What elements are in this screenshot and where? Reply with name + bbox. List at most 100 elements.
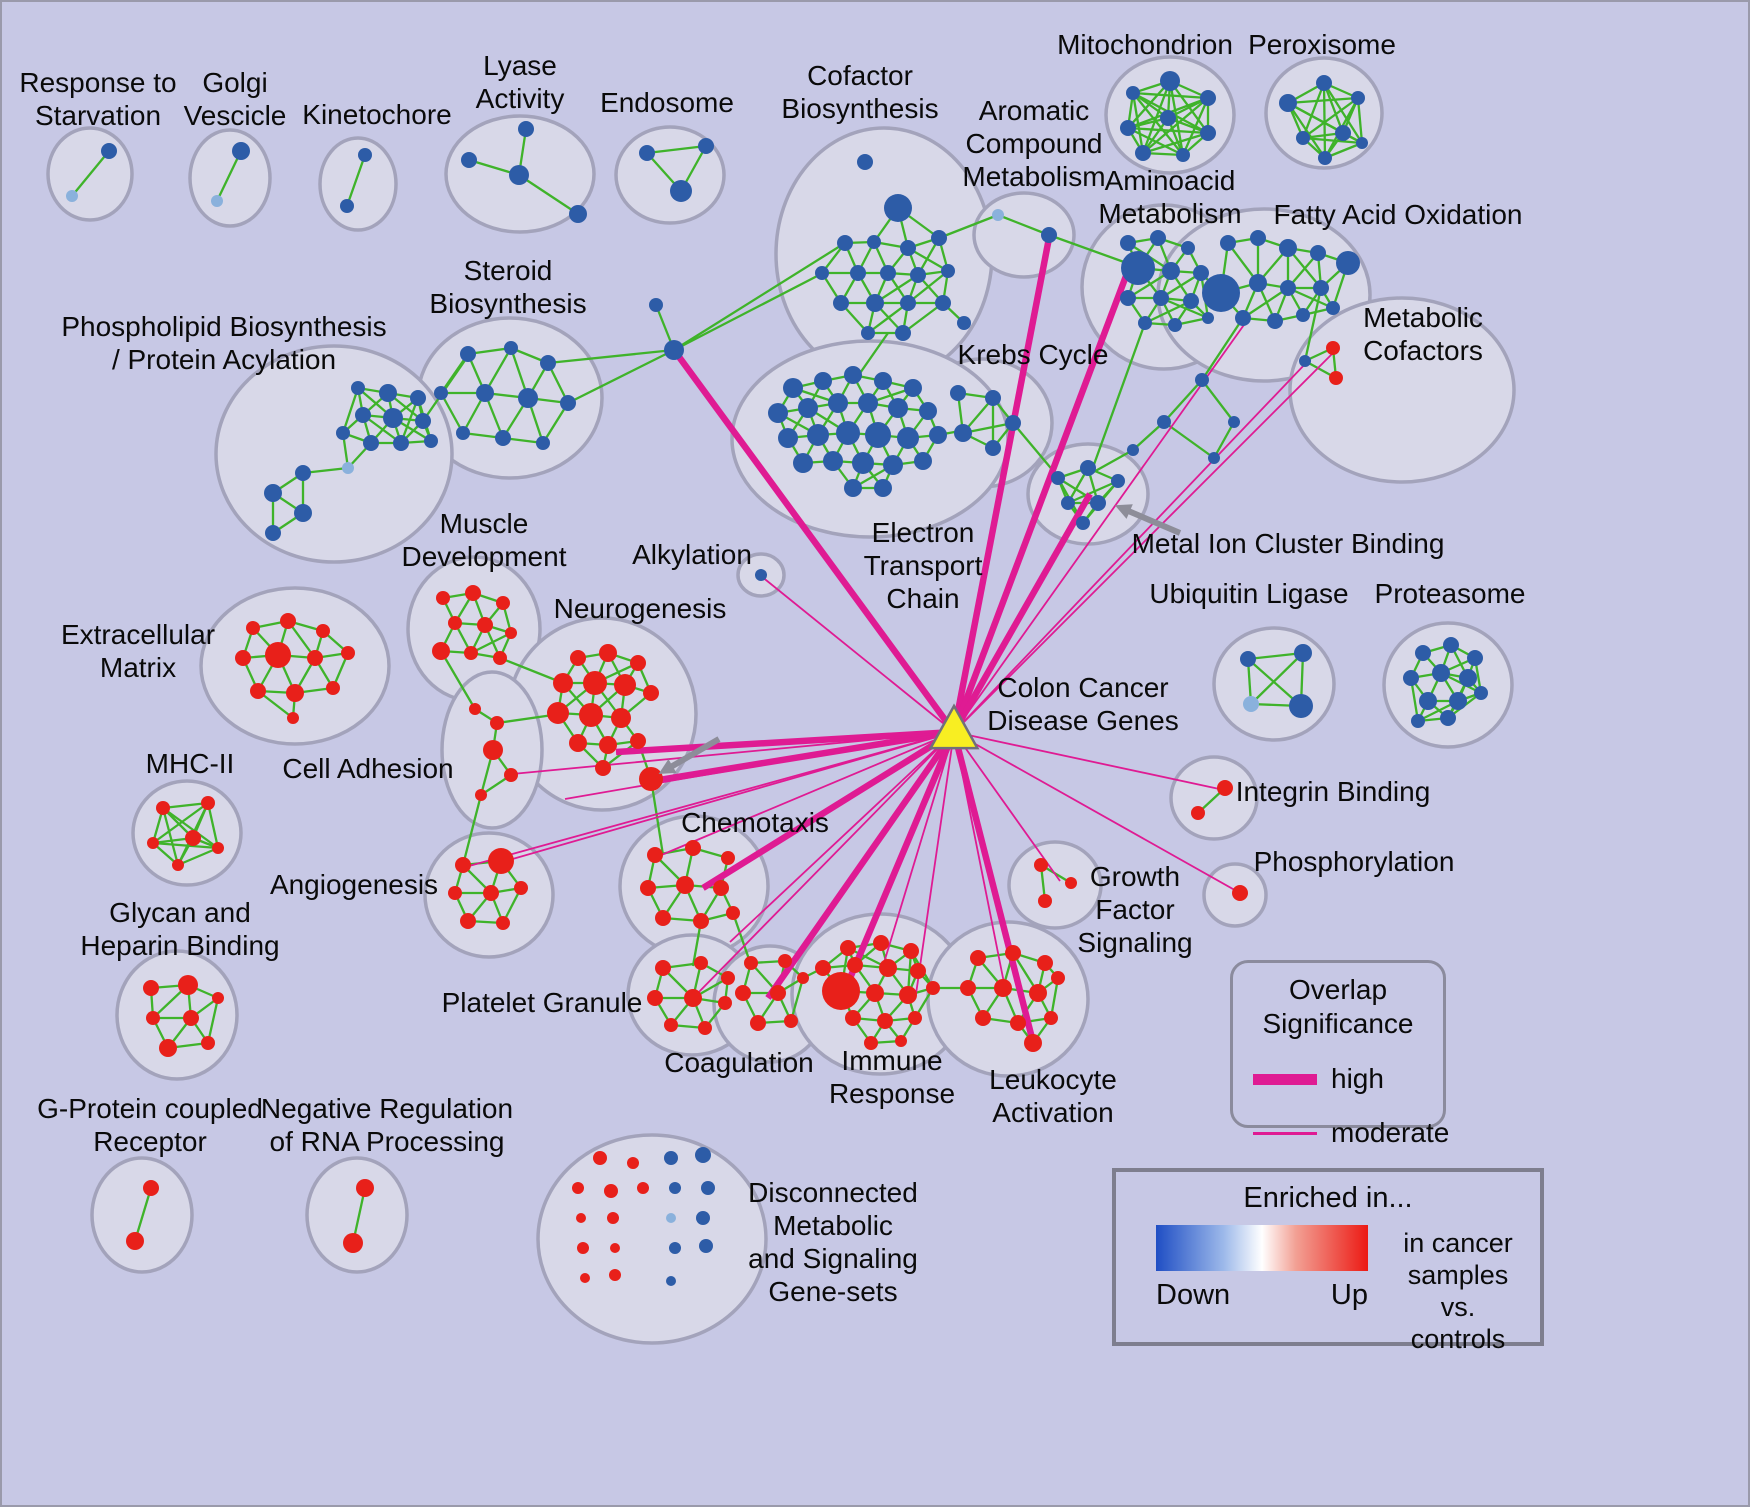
gene-set-node [1121, 251, 1155, 285]
gene-set-edge [1356, 97, 1364, 144]
gene-set-edge [1127, 126, 1184, 157]
gene-set-node [793, 453, 813, 473]
legend-overlap-title: Overlap Significance [1262, 974, 1414, 1039]
gene-set-node [465, 585, 481, 601]
cluster-label-kinetochore: Kinetochore [302, 99, 451, 130]
gene-set-node [212, 842, 224, 854]
gene-set-node [1474, 686, 1488, 700]
gene-set-node [836, 421, 860, 445]
gene-set-edge [206, 802, 220, 849]
overlap-edge-moderate [953, 361, 1308, 733]
gene-set-node [1200, 125, 1216, 141]
gene-set-node [1191, 806, 1205, 820]
gene-set-node [1150, 230, 1166, 246]
gene-set-node [1157, 415, 1171, 429]
gene-set-node [607, 1212, 619, 1224]
gene-set-node [212, 992, 224, 1004]
gene-set-node [844, 479, 862, 497]
gene-set-node [904, 379, 922, 397]
enrichment-down-label: Down [1156, 1279, 1231, 1311]
gene-set-node [647, 990, 663, 1006]
gene-set-node [778, 428, 798, 448]
gene-set-node [858, 393, 878, 413]
gene-set-node [410, 390, 426, 406]
gene-set-node [1449, 692, 1467, 710]
gene-set-node [456, 426, 470, 440]
gene-set-node [1044, 1011, 1058, 1025]
enrichment-note: in cancer samples vs. controls [1403, 1228, 1513, 1354]
gene-set-node [684, 989, 702, 1007]
overlap-edge-high [842, 730, 957, 992]
gene-set-node [666, 1276, 676, 1286]
cluster-label-krebs-cycle: Krebs Cycle [958, 339, 1109, 370]
overlap-edge-moderate [693, 731, 955, 998]
gene-set-edge [161, 807, 180, 866]
gene-set-edge [1301, 82, 1326, 139]
gene-set-node [286, 684, 304, 702]
gene-set-node [146, 1011, 160, 1025]
gene-set-node [950, 385, 966, 401]
gene-set-node [536, 436, 550, 450]
gene-set-node [1217, 780, 1233, 796]
gene-set-node [1120, 235, 1136, 251]
gene-set-node [1041, 227, 1057, 243]
gene-set-node [495, 430, 511, 446]
intercluster-edge [1090, 322, 1147, 471]
cluster-label-metal-ion-cluster-binding: Metal Ion Cluster Binding [1132, 528, 1445, 559]
gene-set-node [1403, 670, 1419, 686]
gene-set-node [66, 190, 78, 202]
overlap-edge-high [671, 348, 957, 734]
gene-set-node [1411, 714, 1425, 728]
gene-set-edge [1127, 80, 1171, 129]
gene-set-node [666, 1213, 676, 1223]
gene-set-node [866, 294, 884, 312]
gene-set-node [1202, 274, 1240, 312]
gene-set-node [929, 426, 947, 444]
gene-set-node [460, 346, 476, 362]
gene-set-edge [345, 154, 367, 207]
gene-set-node [718, 996, 732, 1010]
gene-set-node [246, 621, 260, 635]
cluster-label-cell-adhesion: Cell Adhesion [282, 753, 453, 784]
gene-set-node [1160, 110, 1176, 126]
gene-set-node [599, 736, 617, 754]
overlap-edge-moderate [564, 731, 955, 800]
gene-set-node [895, 1035, 907, 1047]
gene-set-node [833, 295, 849, 311]
gene-set-node [699, 1239, 713, 1253]
gene-set-edge [152, 802, 209, 844]
cluster-ellipse-golgi-vescicle [188, 128, 272, 228]
gene-set-node [639, 767, 663, 791]
gene-set-edge [518, 174, 579, 215]
cluster-label-integrin-binding: Integrin Binding [1236, 776, 1431, 807]
cluster-label-neurogenesis: Neurogenesis [554, 593, 727, 624]
gene-set-node [1181, 241, 1195, 255]
gene-set-edge [1132, 91, 1209, 100]
gene-set-node [900, 295, 916, 311]
gene-set-edge [215, 150, 243, 202]
legend-enrichment: Enriched in... Down Up in cancer samples… [1112, 1168, 1544, 1354]
gene-set-node [201, 796, 215, 810]
gene-set-node [744, 956, 758, 970]
gene-set-edge [1247, 651, 1304, 661]
gene-set-node [696, 1211, 710, 1225]
gene-set-node [326, 681, 340, 695]
cluster-label-mitochondrion: Mitochondrion [1057, 29, 1233, 60]
gene-set-node [609, 1269, 621, 1281]
cluster-ellipse-disconnected-genesets [536, 1133, 768, 1345]
cluster-ellipse-phospholipid-biosynthesis-protein-acylation [214, 344, 454, 564]
gene-set-node [1135, 145, 1151, 161]
gene-set-node [823, 451, 843, 471]
gene-set-edge [1302, 136, 1363, 145]
gene-set-node [483, 885, 499, 901]
gene-set-node [476, 384, 494, 402]
gene-set-node [595, 760, 611, 776]
gene-set-node [857, 154, 873, 170]
gene-set-edge [1250, 652, 1304, 705]
